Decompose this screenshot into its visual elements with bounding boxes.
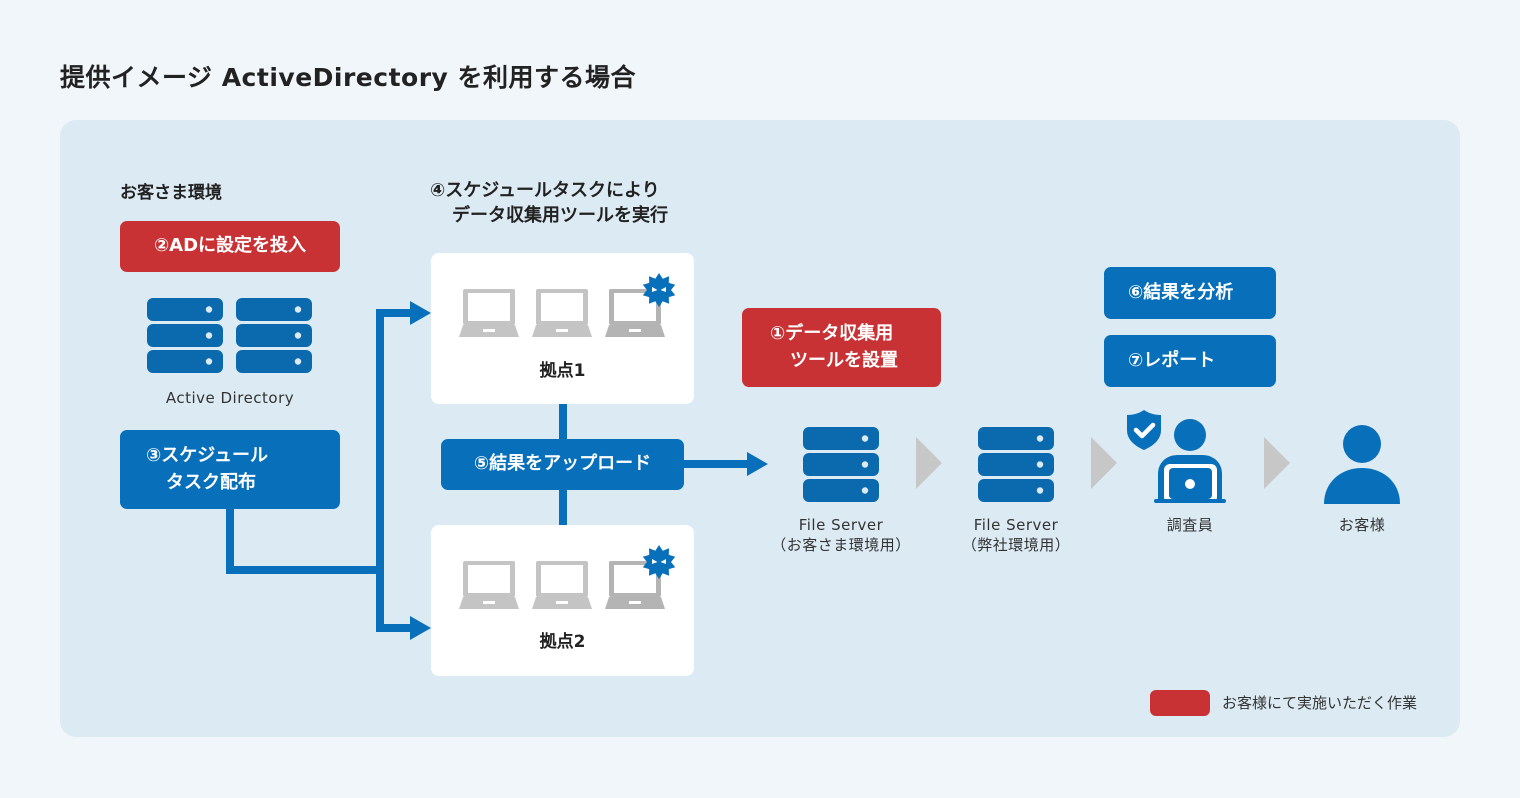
person-at-laptop-icon [1154, 419, 1226, 503]
arrowhead-to-site2 [410, 616, 431, 640]
step3-text-line1: ③スケジュール [146, 445, 268, 467]
step3-text-line2: タスク配布 [166, 471, 256, 493]
customer-caption: お客様 [1338, 516, 1386, 534]
step6-text: ⑥結果を分析 [1128, 281, 1234, 303]
infected-laptop-icon [605, 545, 676, 609]
step4-annotation: ④スケジュールタスクにより データ収集用ツールを実行 [430, 178, 668, 228]
server-icon [147, 298, 223, 373]
file-server-company-caption: File Server （弊社環境用） [916, 515, 1116, 556]
connector-step3-to-trunk [226, 508, 380, 574]
step5-box: ⑤結果をアップロード [441, 439, 684, 490]
step4-text-line1: ④スケジュールタスクにより [430, 180, 660, 201]
site1-pcs [459, 273, 676, 337]
step7-text: ⑦レポート [1128, 349, 1216, 371]
shield-check-icon [1127, 410, 1161, 450]
virus-icon [642, 273, 676, 307]
investigator-icon [1127, 410, 1226, 503]
arrowhead-upload [747, 452, 768, 476]
site2-pcs [459, 545, 676, 609]
step5-text: ⑤結果をアップロード [473, 453, 652, 475]
laptop-icon [532, 561, 592, 609]
step2-box: ②ADに設定を投入 [120, 221, 340, 272]
step4-text-line2: データ収集用ツールを実行 [452, 205, 668, 227]
investigator-caption: 調査員 [1166, 516, 1214, 534]
active-directory-servers-icon [147, 298, 312, 373]
step6-box: ⑥結果を分析 [1104, 267, 1276, 319]
virus-icon [642, 545, 676, 579]
server-icon [978, 427, 1054, 502]
flow-chevron-2 [1091, 437, 1117, 489]
server-icon [236, 298, 312, 373]
site2-label: 拠点2 [539, 632, 586, 652]
step2-text: ②ADに設定を投入 [153, 235, 307, 257]
site2-card: 拠点2 [431, 525, 694, 676]
active-directory-caption: Active Directory [165, 389, 295, 407]
legend-label: お客様にて実施いただく作業 [1222, 694, 1418, 712]
flow-chevron-1 [916, 437, 942, 489]
page-title: 提供イメージ ActiveDirectory を利用する場合 [60, 63, 637, 92]
infected-laptop-icon [605, 273, 676, 337]
file-server-company-line2: （弊社環境用） [961, 536, 1071, 555]
arrowhead-to-site1 [410, 301, 431, 325]
step7-box: ⑦レポート [1104, 335, 1276, 387]
legend-swatch-customer-task [1150, 690, 1210, 716]
server-icon [803, 427, 879, 502]
flow-chevron-3 [1264, 437, 1290, 489]
person-icon [1324, 425, 1400, 504]
file-server-company-line1: File Server [973, 516, 1059, 534]
file-server-customer-line2: （お客さま環境用） [771, 536, 911, 555]
file-server-customer-line1: File Server [798, 516, 884, 534]
file-server-customer-caption: File Server （お客さま環境用） [741, 515, 941, 556]
step1-text-line1: ①データ収集用 [770, 323, 894, 345]
step3-box: ③スケジュール タスク配布 [120, 430, 340, 509]
step1-text-line2: ツールを設置 [790, 349, 898, 371]
site1-card: 拠点1 [431, 253, 694, 404]
laptop-icon [459, 561, 519, 609]
site1-label: 拠点1 [539, 361, 586, 381]
customer-environment-label: お客さま環境 [120, 183, 222, 203]
laptop-icon [532, 289, 592, 337]
step1-box: ①データ収集用 ツールを設置 [742, 308, 941, 387]
laptop-icon [459, 289, 519, 337]
